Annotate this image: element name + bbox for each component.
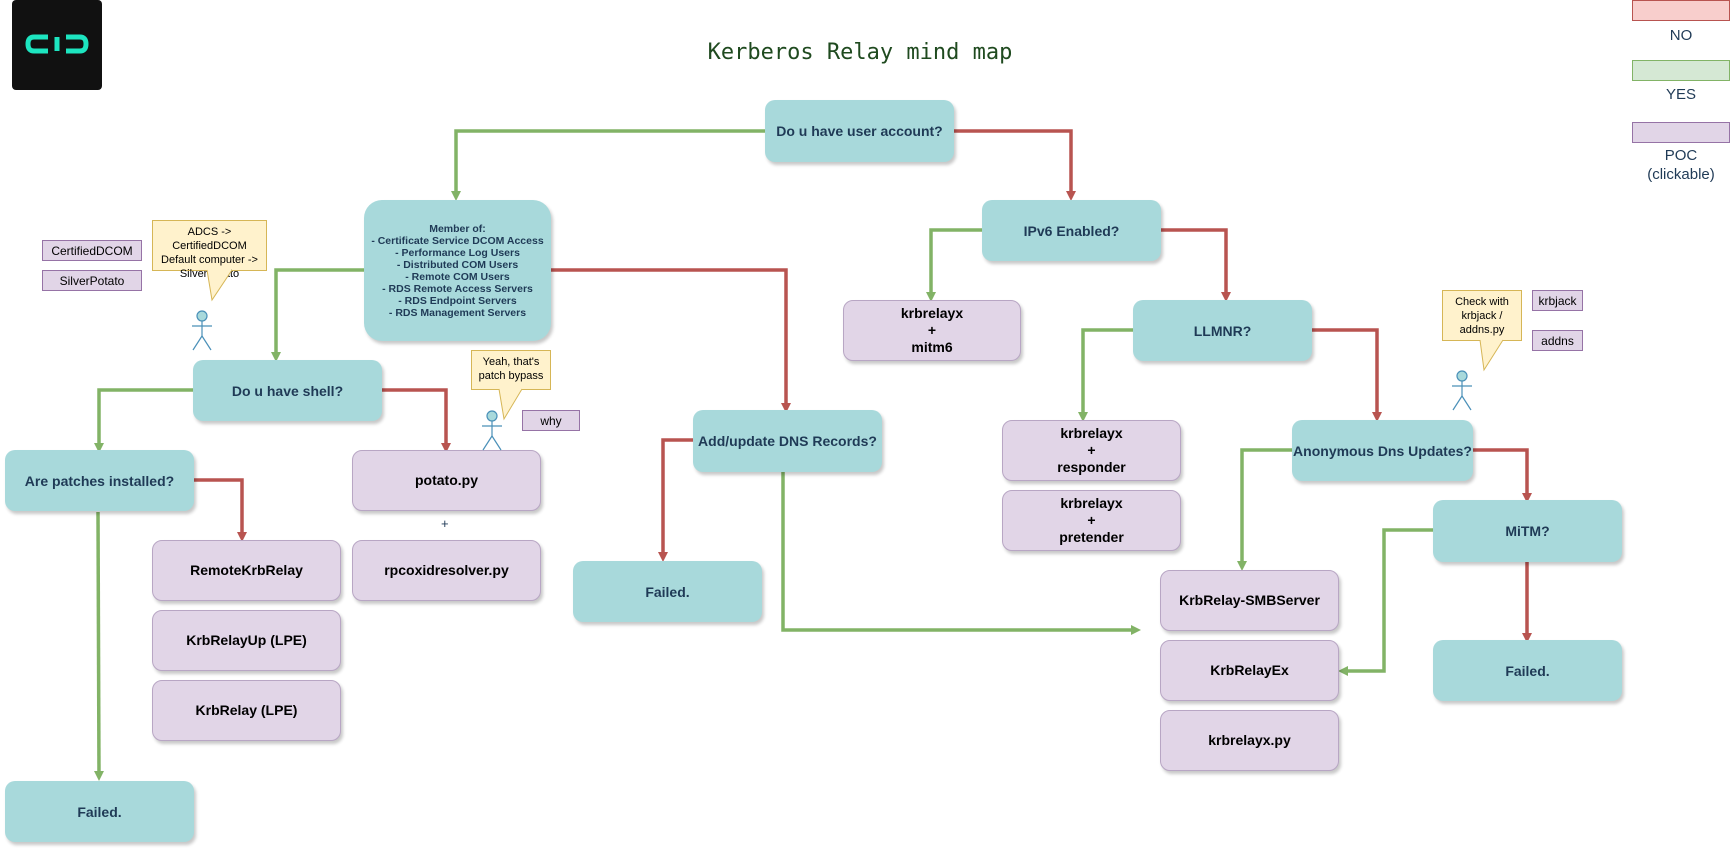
poc-line: responder (1057, 459, 1126, 475)
note-line: Check with (1455, 296, 1509, 308)
poc-line: krbrelayx (1060, 425, 1123, 441)
edge-no-dns-records (550, 268, 791, 413)
edge-yes-failed-patches (93, 511, 104, 781)
node-ipv6[interactable]: IPv6 Enabled? (982, 200, 1161, 261)
poc-krbrelayx-py[interactable]: krbrelayx.py (1160, 710, 1339, 771)
note-line: patch bypass (478, 370, 544, 382)
cic-logo (12, 0, 102, 90)
node-dns-records[interactable]: Add/update DNS Records? (693, 410, 882, 472)
legend-poc-label: POC (clickable) (1632, 146, 1730, 184)
edge-no-mitm (1472, 448, 1532, 503)
note-line: Yeah, that's (482, 356, 540, 368)
legend-yes-label: YES (1665, 86, 1696, 103)
member-of-group: - Distributed COM Users (396, 258, 519, 271)
note-line: addns.py (1459, 324, 1505, 336)
node-anon-dns[interactable]: Anonymous Dns Updates? (1292, 420, 1473, 481)
edge-yes-smbserver (1237, 448, 1292, 571)
member-of-group: - RDS Remote Access Servers (382, 282, 533, 295)
poc-krbrelayx-mitm6[interactable]: krbrelayx + mitm6 (843, 300, 1021, 361)
node-mitm[interactable]: MiTM? (1433, 500, 1622, 562)
edge-yes-mitm6 (926, 228, 982, 302)
poc-potato-py[interactable]: potato.py (352, 450, 541, 511)
edge-yes-shell (271, 268, 364, 362)
cic-logo-icon (25, 34, 89, 54)
edge-no-llmnr (1161, 228, 1231, 302)
note-line: ADCS -> CertifiedDCOM (172, 226, 247, 252)
legend-poc-line2: (clickable) (1647, 166, 1715, 183)
failed-dns: Failed. (573, 561, 762, 622)
member-of-group: - RDS Management Servers (388, 306, 527, 319)
member-of-group: - RDS Endpoint Servers (398, 294, 517, 307)
poc-plus-sign: + (441, 516, 449, 531)
poc-rpcoxidresolver[interactable]: rpcoxidresolver.py (352, 540, 541, 601)
member-of-heading: Member of: (429, 222, 486, 235)
tag-krbjack[interactable]: krbjack (1532, 290, 1583, 311)
poc-line: mitm6 (911, 339, 953, 355)
note-line: krbjack / (1461, 310, 1503, 322)
stick-figure-icon (482, 410, 502, 451)
edge-yes-member (451, 129, 765, 201)
poc-krbrelayex[interactable]: KrbRelayEx (1160, 640, 1339, 701)
callout-tail-patch (498, 388, 523, 421)
failed-patches: Failed. (5, 781, 194, 842)
node-patches[interactable]: Are patches installed? (5, 450, 194, 511)
poc-line: + (1087, 442, 1096, 458)
edge-no-failed-dns (658, 438, 693, 562)
poc-krbrelay-smbserver[interactable]: KrbRelay-SMBServer (1160, 570, 1339, 631)
edge-no-anon-dns (1311, 328, 1382, 422)
node-member-of[interactable]: Member of: - Certificate Service DCOM Ac… (364, 200, 551, 341)
poc-line: krbrelayx (1060, 495, 1123, 511)
stick-figure-icon (192, 310, 212, 351)
poc-krbrelayx-responder[interactable]: krbrelayx + responder (1002, 420, 1181, 481)
note-line: SilverPotato (179, 268, 240, 280)
poc-krbrelayx-pretender[interactable]: krbrelayx + pretender (1002, 490, 1181, 551)
note-line: Default computer -> (161, 254, 258, 266)
tag-addns[interactable]: addns (1532, 330, 1583, 351)
callout-tail-krbjack (1479, 339, 1504, 372)
poc-line: + (1087, 512, 1096, 528)
note-adcs: ADCS -> CertifiedDCOM Default computer -… (152, 220, 267, 280)
member-of-group: - Remote COM Users (405, 270, 510, 283)
edge-yes-krbrelayex (1338, 528, 1433, 676)
poc-line: krbrelayx (900, 305, 964, 321)
failed-mitm: Failed. (1433, 640, 1622, 701)
member-of-group: - Performance Log Users (395, 246, 520, 259)
poc-line: pretender (1059, 529, 1124, 545)
note-patch-bypass: Yeah, that's patch bypass (471, 350, 551, 390)
legend-no-label: NO (1669, 27, 1693, 44)
edge-yes-patches (94, 388, 193, 453)
node-llmnr[interactable]: LLMNR? (1133, 300, 1312, 361)
node-user-account[interactable]: Do u have user account? (765, 100, 954, 162)
member-of-group: - Certificate Service DCOM Access (371, 234, 544, 247)
legend-poc-swatch (1632, 122, 1730, 143)
poc-line: + (927, 322, 937, 338)
tag-why[interactable]: why (522, 410, 580, 431)
stick-figure-icon (1452, 370, 1472, 411)
legend-poc-line1: POC (1664, 147, 1698, 164)
node-shell[interactable]: Do u have shell? (193, 360, 382, 421)
poc-remotekrbrelay[interactable]: RemoteKrbRelay (152, 540, 341, 601)
note-krbjack-check: Check with krbjack / addns.py (1442, 290, 1522, 341)
diagram-title: Kerberos Relay mind map (707, 40, 1013, 65)
edge-yes-responder (1078, 328, 1133, 422)
edge-no-potato (381, 388, 451, 453)
poc-krbrelay-lpe[interactable]: KrbRelay (LPE) (152, 680, 341, 741)
tag-certifieddcom[interactable]: CertifiedDCOM (42, 240, 142, 261)
poc-krbrelayup[interactable]: KrbRelayUp (LPE) (152, 610, 341, 671)
edge-no-remotekrbrelay (193, 478, 247, 542)
legend-no-swatch (1632, 0, 1730, 21)
legend-yes-swatch (1632, 60, 1730, 81)
tag-silverpotato[interactable]: SilverPotato (42, 270, 142, 291)
edge-no-ipv6 (953, 129, 1076, 201)
